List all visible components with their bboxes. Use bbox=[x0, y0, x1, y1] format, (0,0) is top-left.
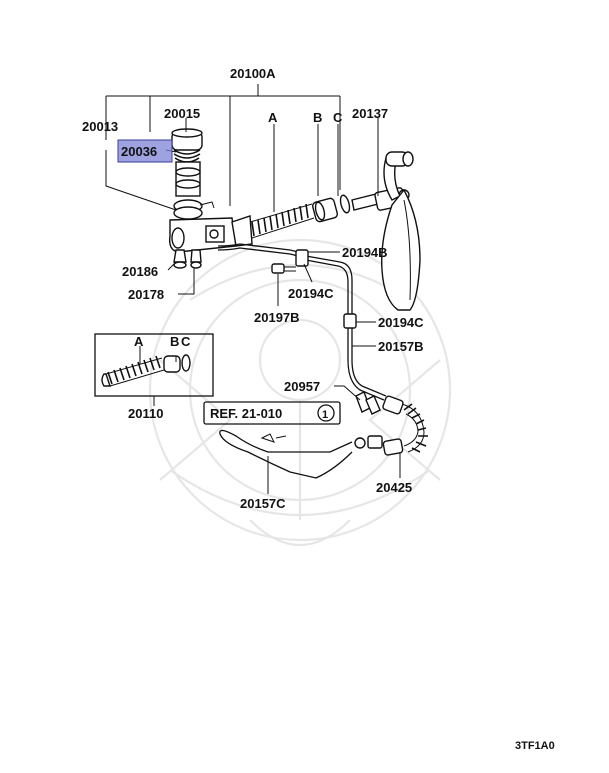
hose-assembly bbox=[354, 391, 428, 456]
leader-lines bbox=[105, 84, 401, 494]
pipe-line bbox=[217, 243, 387, 401]
label-20425[interactable]: 20425 bbox=[376, 480, 412, 495]
master-cylinder-assembly bbox=[168, 128, 421, 311]
footer-code: 3TF1A0 bbox=[515, 740, 555, 752]
label-inset-a[interactable]: A bbox=[134, 334, 144, 349]
ref-21-010[interactable]: REF. 21-010 bbox=[210, 406, 282, 421]
label-20137[interactable]: 20137 bbox=[352, 106, 388, 121]
label-20110[interactable]: 20110 bbox=[128, 406, 163, 421]
label-20186[interactable]: 20186 bbox=[122, 264, 158, 279]
part-labels: 20100A 20013 20015 A B C 20137 20036 201… bbox=[82, 66, 424, 511]
label-20036[interactable]: 20036 bbox=[121, 144, 157, 159]
ref-circle-number: 1 bbox=[322, 409, 328, 421]
label-a[interactable]: A bbox=[268, 110, 278, 125]
label-20157b[interactable]: 20157B bbox=[378, 339, 424, 354]
label-20157c[interactable]: 20157C bbox=[240, 496, 286, 511]
pipe-20157c bbox=[219, 429, 353, 479]
label-20178[interactable]: 20178 bbox=[128, 287, 164, 302]
label-20194b[interactable]: 20194B bbox=[342, 245, 388, 260]
label-inset-b[interactable]: B bbox=[170, 334, 179, 349]
label-b[interactable]: B bbox=[313, 110, 322, 125]
inset-20110 bbox=[94, 333, 214, 397]
label-20015[interactable]: 20015 bbox=[164, 106, 200, 121]
label-c[interactable]: C bbox=[333, 110, 343, 125]
highlight-marker bbox=[117, 139, 173, 163]
label-20194c-upper[interactable]: 20194C bbox=[288, 286, 334, 301]
small-parts bbox=[173, 249, 202, 269]
label-inset-c[interactable]: C bbox=[181, 334, 191, 349]
label-20194c-lower[interactable]: 20194C bbox=[378, 315, 424, 330]
label-20013[interactable]: 20013 bbox=[82, 119, 118, 134]
label-20957[interactable]: 20957 bbox=[284, 379, 320, 394]
label-20100a[interactable]: 20100A bbox=[230, 66, 276, 81]
label-20197b[interactable]: 20197B bbox=[254, 310, 300, 325]
